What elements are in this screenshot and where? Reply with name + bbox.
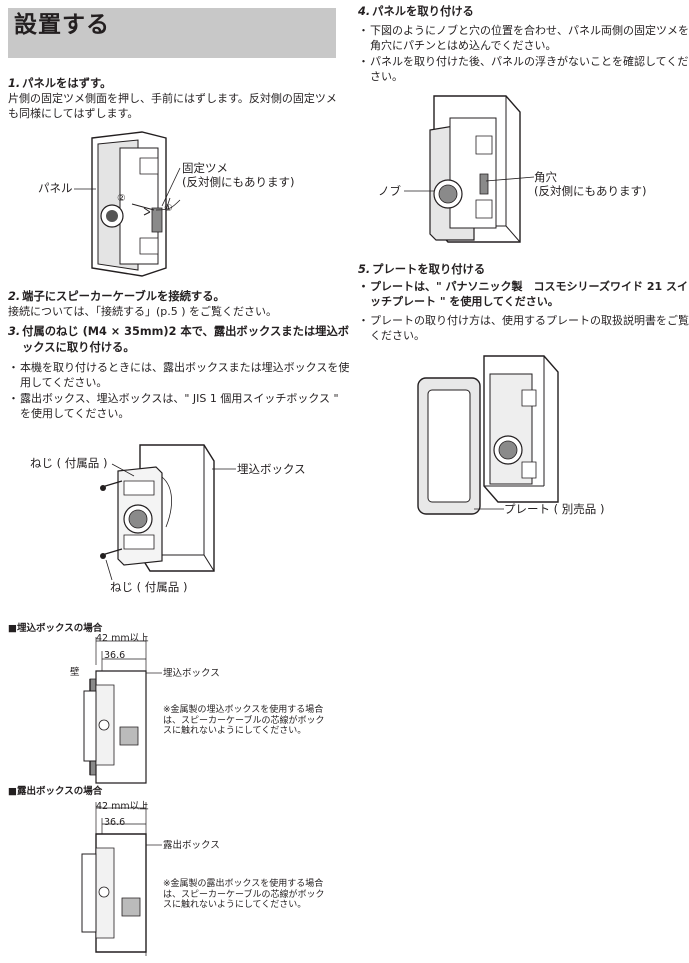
panel-attach-figure [420,90,530,250]
claw-note: (反対側にもあります) [182,175,295,189]
step-3-bullet-1: 本機を取り付けるときには、露出ボックスまたは埋込ボックスを使用してください。 [8,361,350,390]
screw-bottom-leader [104,560,114,582]
flush-box-heading: ■埋込ボックスの場合 [8,623,103,634]
surface-box-section-figure [70,800,160,960]
title-bar [8,8,336,58]
step-4-bullet-1: 下図のようにノブと穴の位置を合わせ、パネル両側の固定ツメを角穴にパチンとはめ込ん… [358,24,689,53]
screw-top-leader [112,464,136,478]
panel-leader [74,189,98,191]
box-mount-figure [100,437,230,577]
step-marker-2: ② [117,193,126,204]
step-4-bullet-2: パネルを取り付けた後、パネルの浮きがないことを確認してください。 [358,55,689,84]
flush-box-section-figure [60,635,170,785]
step-1-body: 片側の固定ツメ側面を押し、手前にはずします。反対側の固定ツメも同様にしてはずしま… [8,92,337,120]
page-title: 設置する [14,12,110,38]
plate-label: プレート ( 別売品 ) [504,502,605,516]
flush-box-leader [212,469,238,471]
surface-box-leader [146,845,164,847]
step-2-heading: 2.端子にスピーカーケーブルを接続する。 [8,290,225,303]
step-marker-1: ① [164,203,173,214]
step-3-heading: 3.付属のねじ (M4 × 35mm)2 本で、露出ボックスまたは埋込ボックスに… [8,325,350,354]
flush-note: ※金属製の埋込ボックスを使用する場合は、スピーカーケーブルの芯線がボックスに触れ… [163,705,325,737]
square-hole-note: (反対側にもあります) [534,184,647,198]
step-5-bullet-2: プレートの取り付け方は、使用するプレートの取扱説明書をご覧ください。 [358,314,689,343]
claw-label: 固定ツメ [182,161,228,175]
surface-dim-inner: 36.6 [104,817,126,828]
step-4-heading: 4.パネルを取り付ける [358,5,474,18]
knob-leader [404,191,436,193]
plate-attach-figure [410,350,570,520]
claw-leader [160,168,182,208]
panel-label: パネル [38,181,73,195]
flush-dim-total: 42 mm以上 [96,633,149,644]
square-hole-leader [486,177,536,183]
step-5-heading: 5.プレートを取り付ける [358,263,486,276]
screw-bottom-label: ねじ ( 付属品 ) [110,580,188,594]
surface-dim-total: 42 mm以上 [96,801,149,812]
step-1-heading: 1.パネルをはずす。 [8,77,112,90]
flush-box-dim-label: 埋込ボックス [163,668,220,679]
flush-box-label: 埋込ボックス [237,462,306,476]
step-5-bullet-1: プレートは、" パナソニック製 コスモシリーズワイド 21 スイッチプレート "… [358,280,689,309]
wall-label: 壁 [70,667,80,678]
plate-leader [474,509,506,511]
step-2-body: 接続については、「接続する」(p.5 ) をご覧ください。 [8,305,278,318]
panel-removal-figure [80,128,300,278]
step-3-bullet-2: 露出ボックス、埋込ボックスは、" JIS 1 個用スイッチボックス " を使用し… [8,392,350,421]
surface-box-heading: ■露出ボックスの場合 [8,786,103,797]
square-hole-label: 角穴 [534,170,557,184]
knob-label: ノブ [378,184,401,198]
flush-box-dim-leader [146,673,164,675]
screw-top-label: ねじ ( 付属品 ) [30,456,108,470]
surface-note: ※金属製の露出ボックスを使用する場合は、スピーカーケーブルの芯線がボックスに触れ… [163,879,325,911]
flush-dim-inner: 36.6 [104,650,126,661]
surface-box-label: 露出ボックス [163,840,220,851]
